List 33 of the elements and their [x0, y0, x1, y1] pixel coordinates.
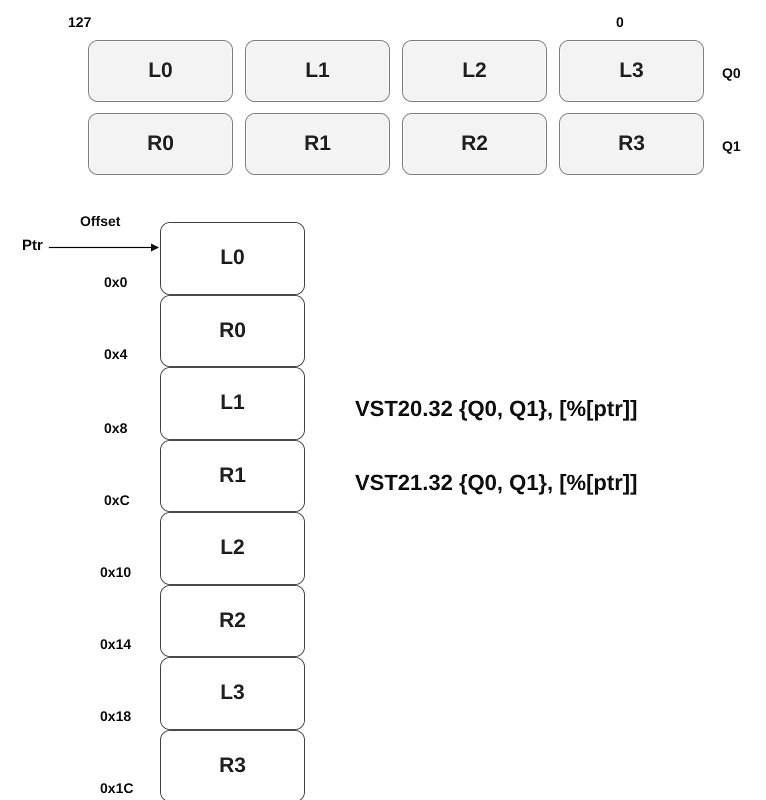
bit-or-offset-label: 0x4	[104, 346, 128, 362]
register-lane: L2	[402, 40, 547, 102]
bit-or-offset-label: 0x14	[100, 636, 132, 652]
bit-or-offset-label: 127	[68, 14, 92, 30]
bit-or-offset-label: 0x0	[104, 274, 128, 290]
memory-cell: L1	[160, 367, 305, 440]
memory-cell: R0	[160, 294, 305, 367]
bit-or-offset-label: Q0	[722, 65, 741, 81]
register-lane: R1	[245, 113, 390, 175]
bit-or-offset-label: 0xC	[104, 492, 130, 508]
register-lane: R3	[559, 113, 704, 175]
memory-cell: L0	[160, 222, 305, 294]
register-lane: L0	[88, 40, 233, 102]
bit-or-offset-label: Q1	[722, 138, 741, 154]
register-lane: L1	[245, 40, 390, 102]
pointer-label: Ptr	[22, 237, 43, 254]
memory-cell: R2	[160, 584, 305, 657]
bit-or-offset-label: 0x10	[100, 564, 132, 580]
instruction-text: VST20.32 {Q0, Q1}, [%[ptr]]	[355, 396, 638, 422]
bit-or-offset-label: 0x8	[104, 420, 128, 436]
instruction-text: VST21.32 {Q0, Q1}, [%[ptr]]	[355, 470, 638, 496]
register-lane: R2	[402, 113, 547, 175]
register-lane: R0	[88, 113, 233, 175]
bit-or-offset-label: 0x1C	[100, 780, 134, 796]
memory-cell: L3	[160, 657, 305, 730]
memory-cell: L2	[160, 512, 305, 584]
bit-or-offset-label: 0x18	[100, 708, 132, 724]
arrow	[48, 244, 159, 252]
memory-cell: R3	[160, 730, 305, 800]
bit-or-offset-label: Offset	[80, 213, 120, 229]
register-lane: L3	[559, 40, 704, 102]
bit-or-offset-label: 0	[616, 14, 624, 30]
memory-cell: R1	[160, 440, 305, 512]
